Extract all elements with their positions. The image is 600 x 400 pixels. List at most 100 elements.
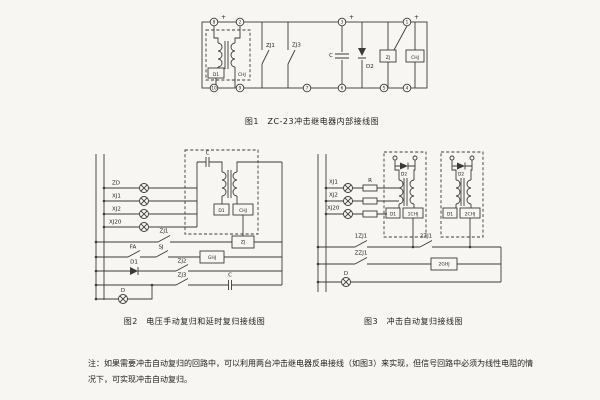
- contact-zj3-label: ZJ3: [292, 43, 301, 49]
- diode-d2-label-2: D2: [458, 172, 464, 178]
- diode-d1-label: D1: [130, 260, 138, 266]
- signal-relay-xj20: [139, 222, 149, 232]
- terminal-number: 1: [406, 20, 409, 25]
- relay-outline: [201, 21, 428, 89]
- capacitor-c-label: C: [329, 53, 333, 59]
- wires: [316, 154, 502, 292]
- polarity-plus: +: [349, 14, 354, 21]
- label-xj2: XJ2: [329, 193, 338, 199]
- note-line1: 注：如果需要冲击自动复归的回路中，可以利用两台冲击继电器反串接线（如图3）来实现…: [88, 359, 534, 368]
- coil-2ghj: 2GHJ: [430, 257, 458, 271]
- terminal-number: 3: [341, 20, 344, 25]
- coil-zj: ZJ: [231, 235, 255, 249]
- coil-zj: ZJ: [379, 49, 397, 63]
- note: 注：如果需要冲击自动复归的回路中，可以利用两台冲击继电器反串接线（如图3）来实现…: [88, 356, 558, 388]
- coil-chj-label: CHJ: [411, 55, 419, 61]
- coil-ghj: GHJ: [199, 250, 225, 264]
- lamp-d-label: D: [121, 288, 125, 294]
- contact-zj1-label: ZJ1: [266, 43, 275, 49]
- coil-chj: CHJ: [405, 49, 425, 63]
- label-zd: ZD: [112, 181, 120, 187]
- relay-dashed-box: [184, 149, 259, 235]
- terminal-number: 6: [341, 86, 344, 91]
- figure1: D1 CHJ ZJ1 ZJ3 C D2 ZJ CHJ 8 2 3 1 + +: [182, 8, 442, 127]
- label-xj1: XJ1: [329, 180, 338, 186]
- contact-1zj1-label: 1ZJ1: [355, 234, 367, 240]
- signal-relay-xj2: [139, 209, 149, 219]
- resistor-r-label: R: [368, 178, 372, 184]
- figure3-circuit-diagram: XJ1 XJ2 XJ20 R D2 D1 1CHJ D2 D1 2CHJ 1ZJ: [316, 151, 502, 292]
- polarity-plus: +: [221, 14, 226, 21]
- diode-d2-symbol: [400, 162, 408, 170]
- impulse-transformer-2: [455, 178, 472, 206]
- diode-d2-symbol: [358, 48, 366, 56]
- label-d1-box-2: D1: [447, 211, 453, 217]
- figure1-caption: 图1 ZC-23冲击继电器内部接线图: [244, 117, 380, 126]
- figure2-caption: 图2 电压手动复归和延时复归接线图: [123, 317, 266, 326]
- diode-d1-box: D1: [213, 203, 230, 216]
- signal-relay-xj1: [139, 196, 149, 206]
- diode-d1-box-2: D1: [442, 207, 458, 219]
- label-d1: D1: [213, 72, 219, 78]
- signal-lamp-d: [118, 294, 128, 304]
- diode-d1-box-1: D1: [385, 207, 401, 219]
- signal-relay-xj1: [343, 183, 353, 193]
- contact-sj-label: SJ: [158, 245, 163, 251]
- figure1-circuit-diagram: D1 CHJ ZJ1 ZJ3 C D2 ZJ CHJ 8 2 3 1 + +: [201, 14, 428, 93]
- coil-2chj: 2CHJ: [459, 207, 481, 219]
- label-xj20: XJ20: [109, 220, 122, 226]
- contact-zj3-label: ZJ3: [178, 273, 187, 279]
- coil-zj-label: ZJ: [386, 55, 390, 61]
- label-d1-box: D1: [218, 208, 224, 214]
- label-d1-box-1: D1: [390, 211, 396, 217]
- signal-lamp-d: [341, 277, 351, 287]
- figure2-circuit-diagram: ZD XJ1 XJ2 XJ20 C D1 CHJ ZJ1 ZJ FA SJ GH…: [94, 149, 283, 304]
- terminal-number: 7: [306, 86, 309, 91]
- label-xj20: XJ20: [327, 206, 340, 212]
- switch-fa-label: FA: [130, 245, 137, 251]
- label-xj1: XJ1: [112, 194, 121, 200]
- coil-2ghj-label: 2GHJ: [438, 261, 449, 267]
- signal-relay-xj20: [343, 209, 353, 219]
- coil-2chj-label: 2CHJ: [465, 211, 476, 217]
- note-line2: 况下，可实现冲击自动复归。: [88, 375, 192, 384]
- impulse-transformer: [217, 41, 236, 69]
- wires: [213, 22, 416, 88]
- label-chj-left: CHJ: [238, 72, 246, 78]
- terminal-number: 5: [383, 86, 386, 91]
- coil-1chj: 1CHJ: [402, 207, 424, 219]
- box-terminals: [392, 155, 475, 161]
- resistors: [362, 184, 378, 218]
- terminal-number: 2: [239, 20, 242, 25]
- contact-2zj1-label: 2ZJ1: [420, 234, 432, 240]
- coil-1chj-label: 1CHJ: [408, 211, 419, 217]
- figure3: XJ1 XJ2 XJ20 R D2 D1 1CHJ D2 D1 2CHJ 1ZJ: [306, 142, 521, 327]
- coil-chj: CHJ: [232, 203, 254, 216]
- relay1-dashed-box: [383, 151, 427, 238]
- diode-d1-symbol: [130, 267, 138, 275]
- contact-zj2-label: ZJ2: [178, 259, 187, 265]
- impulse-transformer-1: [398, 178, 415, 206]
- contact-zzj1-label: ZZJ1: [355, 251, 368, 257]
- diode-d2-symbol: [457, 162, 465, 170]
- signal-relay-xj2: [343, 196, 353, 206]
- terminal-number: 10: [211, 86, 217, 91]
- lamp-d-label: D: [344, 271, 348, 277]
- capacitor-c-label: C: [206, 151, 210, 157]
- coil-ghj-label: GHJ: [208, 255, 216, 261]
- coil-zj-label: ZJ: [241, 240, 245, 246]
- polarity-plus: +: [414, 14, 419, 21]
- wires: [94, 154, 283, 301]
- diode-d2-label-1: D2: [401, 172, 407, 178]
- contact-zj1-label: ZJ1: [160, 229, 169, 235]
- relay2-dashed-box: [440, 151, 484, 238]
- label-xj2: XJ2: [112, 207, 121, 213]
- impulse-transformer: [221, 170, 238, 198]
- coil-chj-label: CHJ: [239, 208, 247, 214]
- diode-d2-label: D2: [366, 64, 374, 70]
- signal-lamp-zd: [139, 183, 149, 193]
- terminals-bottom: 10 9 7 6 5 4: [209, 83, 412, 93]
- terminal-number: 9: [239, 86, 242, 91]
- capacitor-row-label: C: [228, 273, 232, 279]
